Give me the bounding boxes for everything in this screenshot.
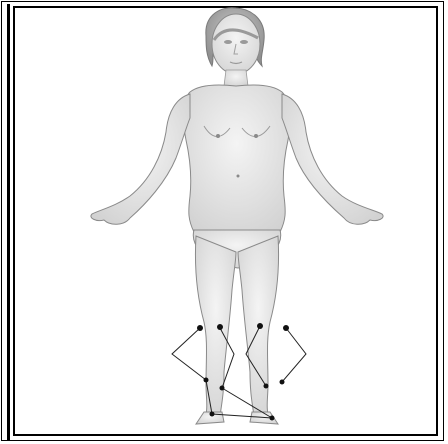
marker-dot [217, 324, 223, 330]
marker-dot [270, 416, 275, 421]
marker-dot [197, 325, 203, 331]
marker-dot [280, 380, 285, 385]
marker-dot [264, 384, 269, 389]
marker-dot [220, 386, 225, 391]
marker-dot [204, 378, 209, 383]
marker-dot [283, 325, 289, 331]
left-arm [91, 94, 190, 224]
torso [183, 85, 290, 232]
measurement-lines [172, 326, 306, 418]
neck [224, 70, 248, 86]
marker-dot [257, 323, 263, 329]
marker-dot [210, 412, 215, 417]
right-arm [282, 94, 383, 224]
